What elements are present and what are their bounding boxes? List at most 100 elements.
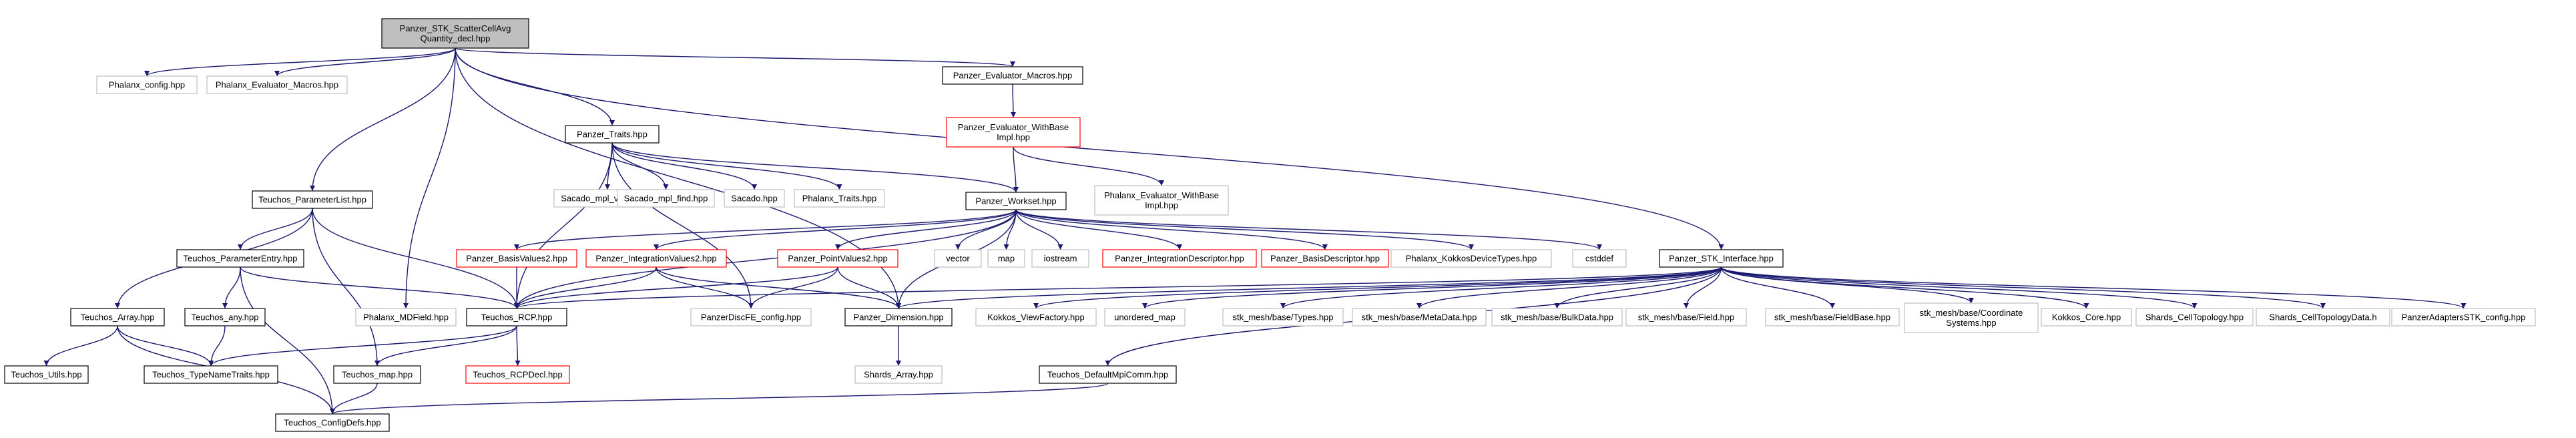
node-panzer_eval_macros[interactable]: Panzer_Evaluator_Macros.hpp (942, 66, 1083, 85)
node-label-shards_array-0: Shards_Array.hpp (864, 370, 933, 380)
node-panzer_workset[interactable]: Panzer_Workset.hpp (965, 192, 1067, 210)
node-stk_types[interactable]: stk_mesh/base/Types.hpp (1222, 308, 1344, 326)
node-box-unordered_map (1104, 308, 1186, 326)
node-panzer_basisvalues2[interactable]: Panzer_BasisValues2.hpp (456, 249, 577, 268)
node-sacado_mpl_find[interactable]: Sacado_mpl_find.hpp (617, 189, 715, 208)
node-teuchos_parameterlist[interactable]: Teuchos_ParameterList.hpp (252, 190, 373, 209)
nodes-layer: Panzer_STK_ScatterCellAvgQuantity_decl.h… (4, 18, 2536, 432)
node-sacado[interactable]: Sacado.hpp (724, 189, 785, 208)
node-stk_metadata[interactable]: stk_mesh/base/MetaData.hpp (1352, 308, 1487, 326)
node-vector[interactable]: vector (934, 249, 982, 268)
node-panzer_integrationdescriptor[interactable]: Panzer_IntegrationDescriptor.hpp (1102, 249, 1257, 268)
edge-panzer_stk_interface-to-shards_celltopologydata (1720, 266, 2326, 309)
node-panzer_adapters_stk_config[interactable]: PanzerAdaptersSTK_config.hpp (2391, 308, 2536, 326)
node-label-panzer_traits-0: Panzer_Traits.hpp (577, 130, 648, 140)
node-shards_array[interactable]: Shards_Array.hpp (854, 365, 943, 384)
edge-teuchos_parameterentry-to-teuchos_rcp (240, 266, 519, 309)
node-label-teuchos_array-0: Teuchos_Array.hpp (80, 312, 154, 322)
node-teuchos_any[interactable]: Teuchos_any.hpp (184, 308, 266, 326)
edge-panzer_traits-to-sacado (611, 142, 757, 190)
edge-panzer_integrationvalues2-to-teuchos_rcp (514, 266, 657, 309)
node-stk_bulkdata[interactable]: stk_mesh/base/BulkData.hpp (1491, 308, 1623, 326)
node-panzer_stk_interface[interactable]: Panzer_STK_Interface.hpp (1659, 249, 1784, 268)
edge-panzer_workset-to-panzer_pointvalues2 (835, 209, 1017, 250)
node-label-stk_field-0: stk_mesh/base/Field.hpp (1638, 312, 1735, 322)
edge-panzer_stk_interface-to-panzer_dimension (896, 266, 1722, 309)
node-teuchos_array[interactable]: Teuchos_Array.hpp (70, 308, 165, 326)
edge-teuchos_parameterlist-to-teuchos_parameterentry (238, 208, 313, 250)
node-label-teuchos_rcpdecl-0: Teuchos_RCPDecl.hpp (473, 370, 562, 380)
node-teuchos_configdefs[interactable]: Teuchos_ConfigDefs.hpp (275, 413, 390, 432)
node-phalanx_kokkosdevicetypes[interactable]: Phalanx_KokkosDeviceTypes.hpp (1390, 249, 1552, 268)
node-teuchos_rcp[interactable]: Teuchos_RCP.hpp (466, 308, 567, 326)
node-box-panzer_integrationvalues2 (585, 249, 727, 268)
node-stk_field[interactable]: stk_mesh/base/Field.hpp (1625, 308, 1747, 326)
edge-panzer_stk_interface-to-stk_fieldbase (1720, 266, 1835, 309)
node-box-stk_types (1222, 308, 1344, 326)
node-box-teuchos_parameterentry (176, 249, 304, 268)
edge-panzer_pointvalues2-to-panzer_dimension (837, 266, 901, 309)
edge-panzer_stk_interface-to-stk_metadata (1416, 266, 1722, 309)
node-label-vector-0: vector (946, 254, 970, 264)
node-box-kokkos_viewfactory (975, 308, 1097, 326)
node-panzer_integrationvalues2[interactable]: Panzer_IntegrationValues2.hpp (585, 249, 727, 268)
edge-panzer_workset-to-phalanx_kokkosdevicetypes (1015, 209, 1474, 250)
node-teuchos_utils[interactable]: Teuchos_Utils.hpp (4, 365, 89, 384)
node-box-shards_celltopology (2135, 308, 2254, 326)
edge-panzer_traits-to-phalanx_traits (611, 142, 842, 190)
node-phalanx_traits[interactable]: Phalanx_Traits.hpp (794, 189, 885, 208)
node-iostream[interactable]: iostream (1031, 249, 1089, 268)
node-shards_celltopologydata[interactable]: Shards_CellTopologyData.h (2256, 308, 2390, 326)
node-unordered_map[interactable]: unordered_map (1104, 308, 1186, 326)
node-label-panzer_basisdescriptor-0: Panzer_BasisDescriptor.hpp (1270, 254, 1380, 264)
node-box-phalanx_traits (794, 189, 885, 208)
node-teuchos_defaultmpicomm[interactable]: Teuchos_DefaultMpiComm.hpp (1039, 365, 1177, 384)
node-label-panzer_eval_withbase_impl-0: Panzer_Evaluator_WithBase (958, 122, 1069, 132)
node-panzer_pointvalues2[interactable]: Panzer_PointValues2.hpp (777, 249, 898, 268)
node-cstddef[interactable]: cstddef (1572, 249, 1627, 268)
node-label-stk_fieldbase-0: stk_mesh/base/FieldBase.hpp (1774, 312, 1890, 322)
node-root[interactable]: Panzer_STK_ScatterCellAvgQuantity_decl.h… (381, 18, 529, 49)
node-box-panzer_stk_interface (1659, 249, 1784, 268)
edges-layer (43, 47, 2467, 415)
node-label-iostream-0: iostream (1044, 254, 1077, 264)
node-shards_celltopology[interactable]: Shards_CellTopology.hpp (2135, 308, 2254, 326)
node-kokkos_viewfactory[interactable]: Kokkos_ViewFactory.hpp (975, 308, 1097, 326)
node-label-phalanx_mdfield-0: Phalanx_MDField.hpp (363, 312, 449, 322)
node-panzer_dimension[interactable]: Panzer_Dimension.hpp (844, 308, 953, 326)
node-phalanx_eval_macros[interactable]: Phalanx_Evaluator_Macros.hpp (206, 75, 348, 94)
node-teuchos_typenametraits[interactable]: Teuchos_TypeNameTraits.hpp (144, 365, 278, 384)
node-label-teuchos_typenametraits-0: Teuchos_TypeNameTraits.hpp (152, 370, 270, 380)
node-label-shards_celltopology-0: Shards_CellTopology.hpp (2145, 312, 2244, 322)
edge-panzer_traits-to-panzer_workset (611, 142, 1019, 193)
edge-panzer_eval_withbase_impl-to-phalanx_eval_withbase_impl (1013, 146, 1164, 186)
node-teuchos_rcpdecl[interactable]: Teuchos_RCPDecl.hpp (465, 365, 570, 384)
node-box-root (381, 18, 529, 49)
node-map[interactable]: map (987, 249, 1025, 268)
node-box-stk_field (1625, 308, 1747, 326)
node-panzer_traits[interactable]: Panzer_Traits.hpp (565, 125, 660, 144)
node-label-panzer_workset-0: Panzer_Workset.hpp (975, 196, 1056, 206)
edge-panzer_stk_interface-to-kokkos_viewfactory (1033, 266, 1722, 309)
node-label-unordered_map-0: unordered_map (1114, 312, 1176, 322)
node-kokkos_core[interactable]: Kokkos_Core.hpp (2041, 308, 2132, 326)
node-label-teuchos_utils-0: Teuchos_Utils.hpp (11, 370, 81, 380)
edge-teuchos_array-to-teuchos_typenametraits (117, 325, 214, 367)
node-panzer_discfe_config[interactable]: PanzerDiscFE_config.hpp (690, 308, 812, 326)
node-label-sacado_mpl_find-0: Sacado_mpl_find.hpp (624, 194, 708, 204)
node-label-stk_metadata-0: stk_mesh/base/MetaData.hpp (1362, 312, 1477, 322)
node-panzer_basisdescriptor[interactable]: Panzer_BasisDescriptor.hpp (1261, 249, 1389, 268)
node-label-teuchos_map-0: Teuchos_map.hpp (342, 370, 413, 380)
node-label-shards_celltopologydata-0: Shards_CellTopologyData.h (2269, 312, 2376, 322)
node-label-phalanx_config-0: Phalanx_config.hpp (109, 80, 185, 90)
node-box-teuchos_rcpdecl (465, 365, 570, 384)
node-phalanx_config[interactable]: Phalanx_config.hpp (96, 75, 198, 94)
node-teuchos_parameterentry[interactable]: Teuchos_ParameterEntry.hpp (176, 249, 304, 268)
node-stk_fieldbase[interactable]: stk_mesh/base/FieldBase.hpp (1765, 308, 1900, 326)
edge-root-to-phalanx_config (144, 47, 456, 77)
node-phalanx_mdfield[interactable]: Phalanx_MDField.hpp (355, 308, 457, 326)
node-teuchos_map[interactable]: Teuchos_map.hpp (333, 365, 421, 384)
